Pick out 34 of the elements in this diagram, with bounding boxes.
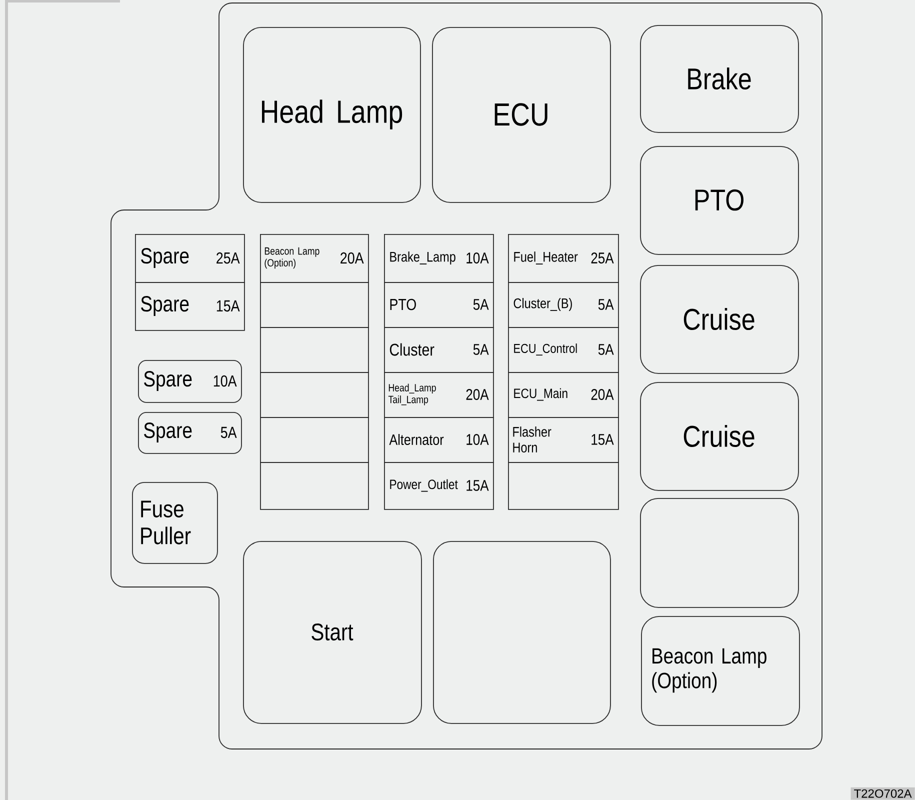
fuse-puller: Fuse Puller	[132, 482, 218, 564]
fuse-slot	[508, 462, 619, 510]
fuse-slot: Cluster 5A	[384, 327, 494, 373]
spare-fuse: Spare 10A	[138, 360, 242, 403]
relay-slot: ECU	[432, 27, 611, 203]
fuse-slot: ECU_Main 20A	[508, 372, 619, 418]
relay-slot: Beacon Lamp (Option)	[641, 616, 800, 726]
relay-slot	[433, 541, 611, 724]
fuse-slot: Flasher Horn 15A	[508, 417, 619, 463]
fuse-slot: PTO 5A	[384, 282, 494, 328]
relay-slot	[640, 498, 799, 608]
fuse-slot: Cluster_(B) 5A	[508, 282, 619, 328]
relay-slot: PTO	[640, 146, 799, 255]
fuse-slot	[260, 282, 369, 328]
fuse-slot	[260, 372, 369, 418]
fuse-slot: Beacon Lamp (Option) 20A	[260, 234, 369, 283]
fuse-slot: ECU_Control 5A	[508, 327, 619, 373]
relay-slot: Brake	[640, 25, 799, 133]
spare-fuse: Spare 5A	[138, 412, 242, 454]
relay-slot: Cruise	[640, 265, 799, 374]
fuse-slot: Power_Outlet 15A	[384, 462, 494, 510]
fuse-slot: Spare 15A	[135, 282, 245, 331]
fuse-slot	[260, 417, 369, 463]
fuse-slot: Spare 25A	[135, 234, 245, 283]
fuse-slot: Fuel_Heater 25A	[508, 234, 619, 283]
relay-slot: Cruise	[640, 382, 799, 491]
relay-slot: Start	[243, 541, 422, 724]
fuse-slot	[260, 327, 369, 373]
relay-slot: Head Lamp	[243, 27, 421, 203]
fuse-slot: Alternator 10A	[384, 417, 494, 463]
fuse-slot	[260, 462, 369, 510]
fuse-slot: Brake_Lamp 10A	[384, 234, 494, 283]
fuse-slot: Head_Lamp Tail_Lamp 20A	[384, 372, 494, 418]
figure-code: T22O702A	[850, 787, 915, 800]
